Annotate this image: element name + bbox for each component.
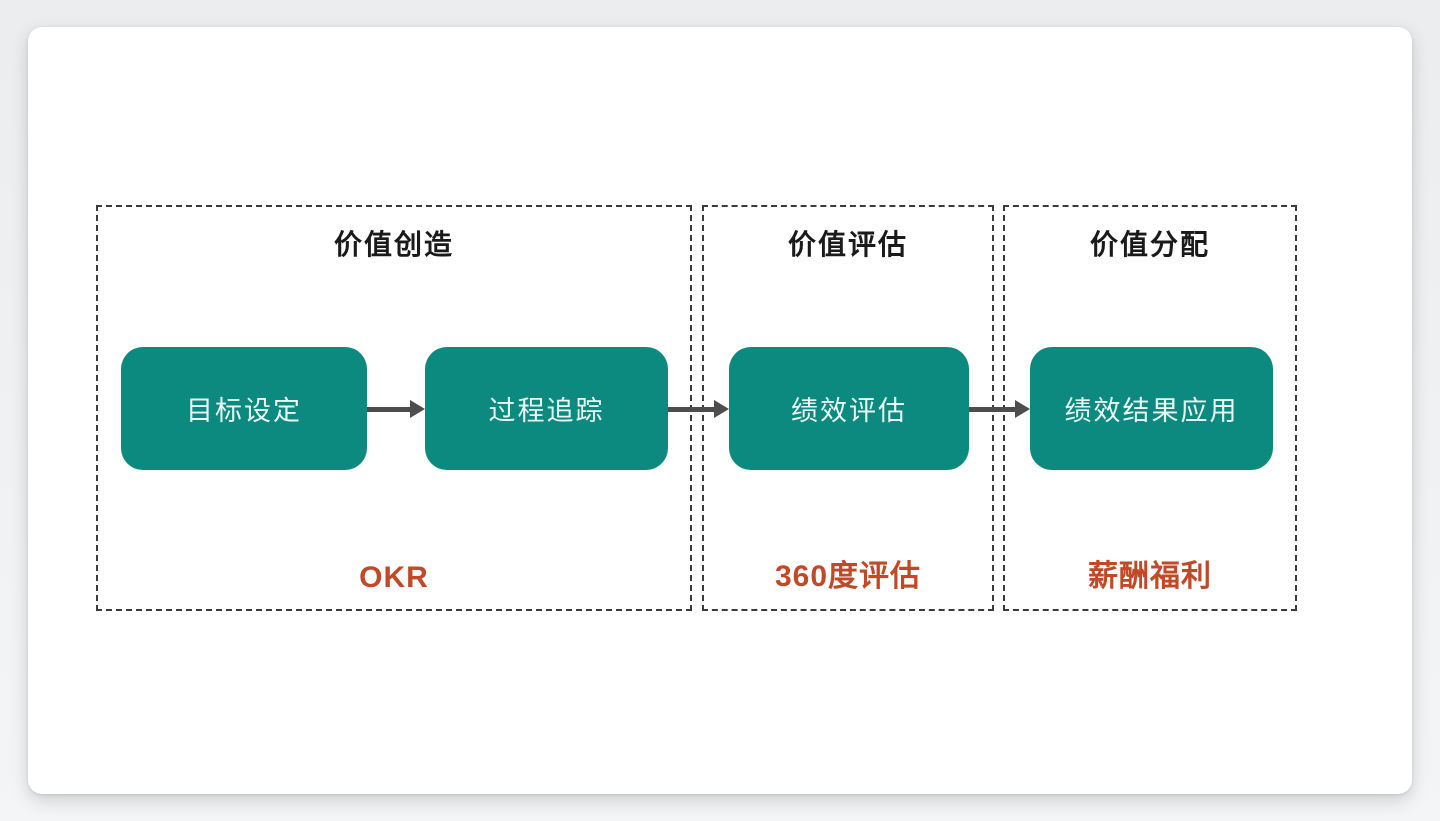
node-process-tracking: 过程追踪 [425, 347, 668, 470]
flow-arrow-icon [668, 400, 729, 418]
node-goal-setting: 目标设定 [121, 347, 367, 470]
flow-arrow-icon [367, 400, 425, 418]
arrow-head-icon [410, 400, 425, 418]
arrow-shaft [668, 407, 716, 412]
node-performance-evaluation: 绩效评估 [729, 347, 969, 470]
label-360-evaluation: 360度评估 [774, 560, 922, 593]
arrow-shaft [969, 407, 1017, 412]
section-value-distribution: 价值分配 薪酬福利 [1003, 205, 1297, 611]
label-compensation-benefits: 薪酬福利 [1088, 560, 1212, 593]
diagram-canvas: 价值创造 OKR 价值评估 360度评估 价值分配 薪酬福利 目标设定 过程追踪… [28, 27, 1412, 794]
node-performance-result-application: 绩效结果应用 [1030, 347, 1273, 470]
section-title-value-distribution: 价值分配 [1089, 229, 1210, 260]
arrow-head-icon [714, 400, 729, 418]
arrow-head-icon [1015, 400, 1030, 418]
label-okr: OKR [359, 561, 429, 594]
flow-arrow-icon [969, 400, 1030, 418]
section-title-value-evaluation: 价值评估 [787, 229, 908, 260]
section-title-value-creation: 价值创造 [333, 229, 454, 260]
arrow-shaft [367, 407, 412, 412]
